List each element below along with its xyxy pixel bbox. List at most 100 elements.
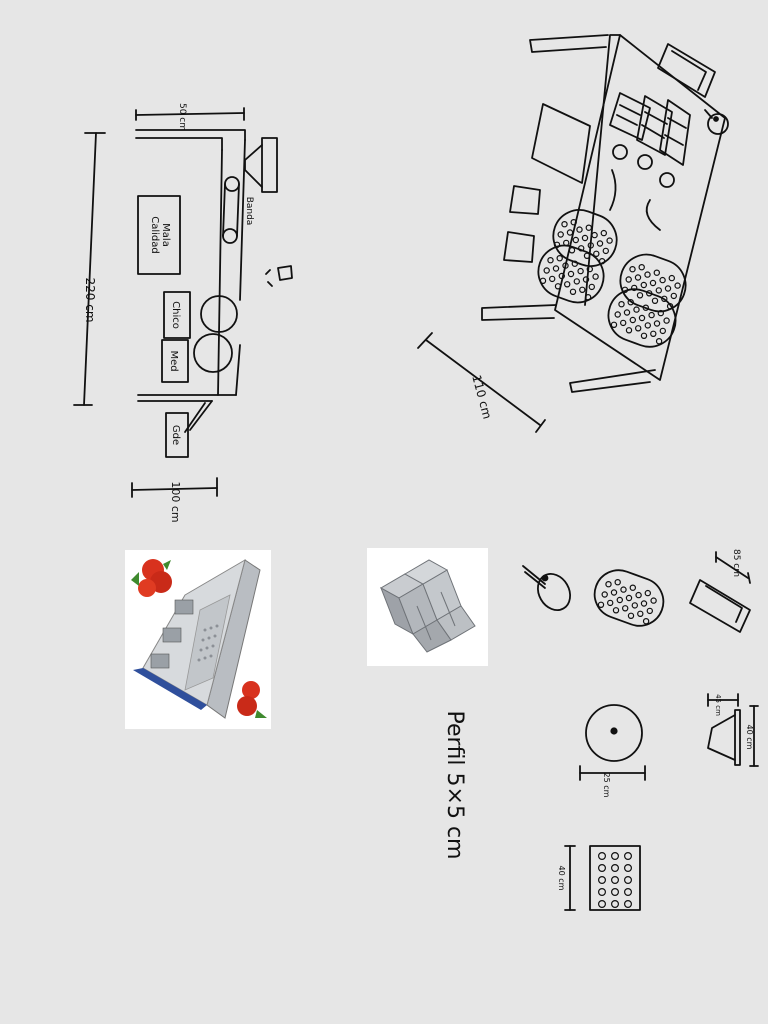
perforation-hole [644,271,651,278]
perforation-hole [627,612,635,620]
perforation-hole [581,234,589,242]
perforation-hole [557,231,564,238]
part-perforated-plate [564,845,641,911]
label-med: Med [168,350,179,371]
perforation-hole [567,270,575,278]
label-funnel-dim-a: 45 cm [714,694,722,716]
plate-hole [597,875,606,884]
perforation-hole [629,266,636,273]
part-perforated-drum [593,569,665,627]
perforation-hole [621,286,629,293]
perforation-hole [635,591,642,599]
perforation-hole [655,338,663,345]
box-mala-calidad [137,195,181,275]
plate-hole [623,863,632,872]
perforation-hole [648,311,655,319]
perforation-hole [670,292,678,300]
profile-caption: Perfil 5×5 cm [442,711,467,860]
perforation-hole [666,303,674,310]
machine-grates [609,92,691,166]
machine-motor [704,109,729,135]
perforation-hole [543,267,550,274]
tomato-cluster-top [131,559,172,597]
hopper-icon [244,137,278,193]
perforation-hole [625,327,633,334]
perforation-hole [593,250,600,257]
perforation-hole [625,594,633,602]
plan-layout-sketch [73,107,293,498]
perforation-hole [569,288,577,295]
perforation-hole [649,279,657,287]
perforation-hole [568,247,576,254]
perforation-hole [634,274,642,281]
perforation-hole [585,224,593,231]
perforation-hole [644,589,652,597]
label-dim-bottom: 100 cm [169,481,182,522]
roller-med [193,333,233,373]
label-gde: Gde [170,425,181,445]
perforation-hole [576,226,583,233]
perforation-hole [578,245,585,252]
perforation-hole [627,299,634,306]
plate-hole [597,863,606,872]
perforation-hole [573,278,581,285]
perforation-hole [596,240,604,247]
box-chico [163,291,191,339]
plate-hole [597,899,606,908]
perforation-hole [600,229,608,237]
perforation-hole [640,332,648,339]
perforation-hole [650,330,657,337]
dim-line-top [135,107,245,121]
machine-outlet-1 [509,185,541,215]
perforation-hole [644,322,652,329]
perforation-hole [605,581,612,588]
disc-center [610,727,618,735]
machine-legs [481,34,656,393]
plate-hole [610,875,619,884]
plate-hole [623,887,632,896]
label-plate-dim: 40 cm [557,866,566,891]
perforation-hole [631,284,638,292]
machine-top-box [657,43,716,98]
perforation-hole [622,605,629,612]
perforation-hole [638,264,645,271]
perforation-hole [651,297,659,304]
perforation-hole [650,597,657,604]
machine-side-box [531,103,591,184]
plate-hole [610,887,619,896]
perforation-hole [572,236,580,244]
aluminum-profile-photo [367,548,488,666]
perforation-hole [635,325,642,332]
perforation-hole [547,257,554,264]
label-calidad: Calidad [149,216,160,254]
plate-hole [610,851,619,860]
part-disc [579,704,646,781]
perforation-hole [653,320,661,327]
perforation-hole [629,316,637,324]
machine-perspective-sketch [417,34,729,433]
roller-chico [200,295,238,333]
perforation-hole [587,242,595,249]
perforation-hole [582,276,590,283]
perforation-hole [610,589,618,596]
perforation-hole [655,287,663,294]
perforation-hole [629,584,637,591]
perforation-hole [623,309,631,316]
label-banda: Banda [244,197,254,226]
perforation-hole [592,273,599,280]
perforation-hole [640,600,648,607]
perforation-hole [607,599,614,607]
perforation-hole [663,317,670,324]
perforation-hole [620,586,627,593]
label-box-dim: 85 cm [731,549,741,577]
perforation-hole [638,314,646,322]
perforation-hole [601,591,608,598]
perforation-hole [552,265,560,272]
part-funnel [707,693,759,767]
perforation-hole [642,304,650,311]
box-gde [165,412,189,458]
perforation-hole [637,610,644,618]
perforation-hole [558,272,566,280]
perforation-hole [583,252,591,259]
